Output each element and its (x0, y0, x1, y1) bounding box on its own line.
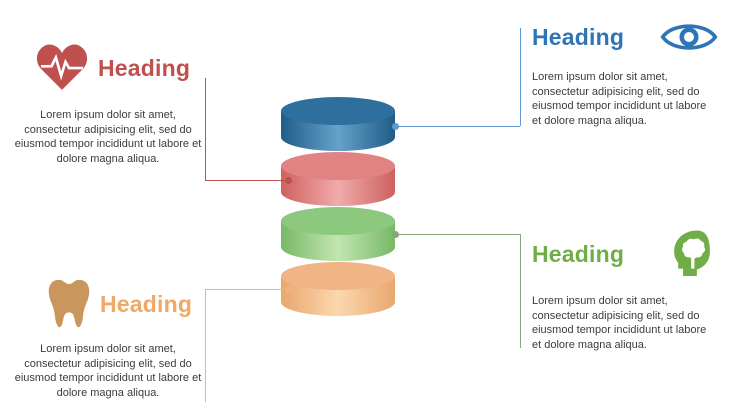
cylinder-segment-blue (281, 97, 395, 151)
connector-green-dot (392, 231, 399, 238)
tooth-icon (46, 278, 92, 330)
callout-bottom-right: Heading Lorem ipsum dolor sit amet, cons… (532, 228, 718, 353)
eye-pupil (679, 27, 699, 47)
connector-blue-vertical (520, 28, 521, 126)
callout-heading: Heading (532, 240, 625, 267)
brain-stem (691, 257, 695, 269)
callout-top-right: Heading Lorem ipsum dolor sit amet, cons… (532, 18, 718, 129)
connector-orange-dot (285, 286, 292, 293)
callout-body: Lorem ipsum dolor sit amet, consectetur … (532, 295, 707, 351)
callout-top-left: Heading Lorem ipsum dolor sit amet, cons… (12, 42, 204, 167)
connector-blue-dot (392, 123, 399, 130)
heart-pulse-icon (34, 42, 90, 94)
connector-red-vertical (205, 78, 206, 180)
connector-blue-horizontal (395, 126, 520, 127)
connector-red-dot (285, 177, 292, 184)
callout-bottom-left: Heading Lorem ipsum dolor sit amet, cons… (12, 278, 204, 401)
cylinder-segment-green (281, 207, 395, 261)
connector-green-horizontal (395, 234, 520, 235)
callout-body: Lorem ipsum dolor sit amet, consectetur … (14, 109, 202, 165)
callout-heading: Heading (532, 23, 625, 50)
heart-shape (36, 44, 88, 90)
connector-green-vertical (520, 234, 521, 348)
connector-orange-horizontal (205, 289, 288, 290)
brain-shape (682, 238, 706, 259)
eye-icon (660, 18, 718, 56)
callout-body: Lorem ipsum dolor sit amet, consectetur … (14, 343, 202, 399)
tooth-shape (48, 279, 90, 328)
connector-red-horizontal (205, 180, 288, 181)
pulse-line (41, 53, 83, 81)
cylinder-segment-red (281, 152, 395, 206)
head-brain-icon (666, 228, 718, 280)
eye-outline (660, 24, 718, 50)
connector-orange-vertical (205, 289, 206, 402)
cylinder-segment-orange (281, 262, 395, 316)
callout-heading: Heading (98, 54, 191, 81)
callout-body: Lorem ipsum dolor sit amet, consectetur … (532, 71, 707, 127)
callout-heading: Heading (100, 290, 193, 317)
